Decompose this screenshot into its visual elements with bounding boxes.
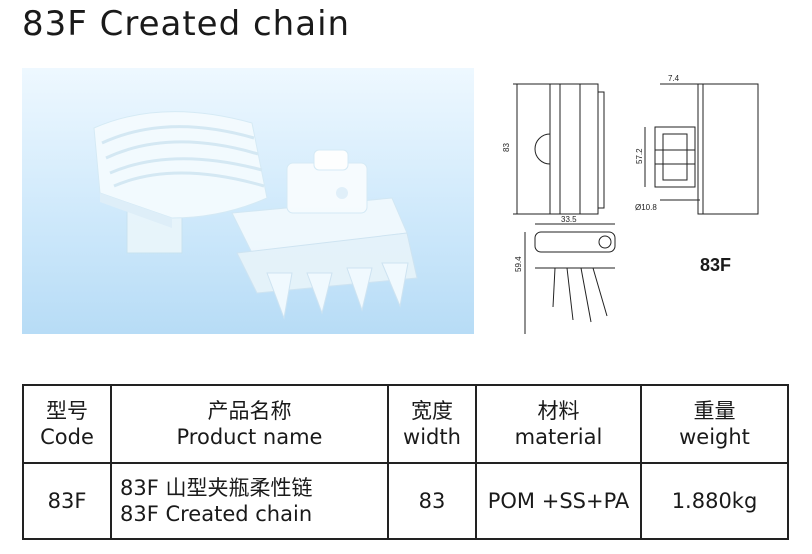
cell-width: 83 — [387, 462, 477, 540]
header-product-name: 产品名称 Product name — [110, 384, 389, 464]
cell-product-name: 83F 山型夹瓶柔性链 83F Created chain — [110, 462, 389, 540]
drawing-model-label: 83F — [700, 255, 732, 275]
table-header-row: 型号 Code 产品名称 Product name 宽度 width 材料 ma… — [22, 384, 789, 464]
spec-table: 型号 Code 产品名称 Product name 宽度 width 材料 ma… — [22, 384, 789, 540]
cell-weight: 1.880kg — [640, 462, 789, 540]
cell-code: 83F — [22, 462, 112, 540]
technical-drawing: 83 7.4 57.2 Ø10.8 33.5 59.4 — [502, 74, 759, 334]
header-weight: 重量 weight — [640, 384, 789, 464]
product-photo — [22, 68, 474, 334]
header-width: 宽度 width — [387, 384, 477, 464]
dim-83: 83 — [502, 143, 511, 152]
page-title: 83F Created chain — [22, 4, 351, 44]
dim-diameter-10-8: Ø10.8 — [635, 203, 657, 212]
dim-59-4: 59.4 — [514, 256, 523, 272]
dim-7-4: 7.4 — [668, 74, 680, 83]
dim-33-5: 33.5 — [561, 215, 577, 224]
dim-57-2: 57.2 — [635, 148, 644, 164]
chain-photo-illustration — [93, 111, 418, 320]
cell-material: POM +SS+PA — [475, 462, 642, 540]
header-code: 型号 Code — [22, 384, 112, 464]
header-material: 材料 material — [475, 384, 642, 464]
table-row: 83F 83F 山型夹瓶柔性链 83F Created chain 83 POM… — [22, 462, 789, 540]
